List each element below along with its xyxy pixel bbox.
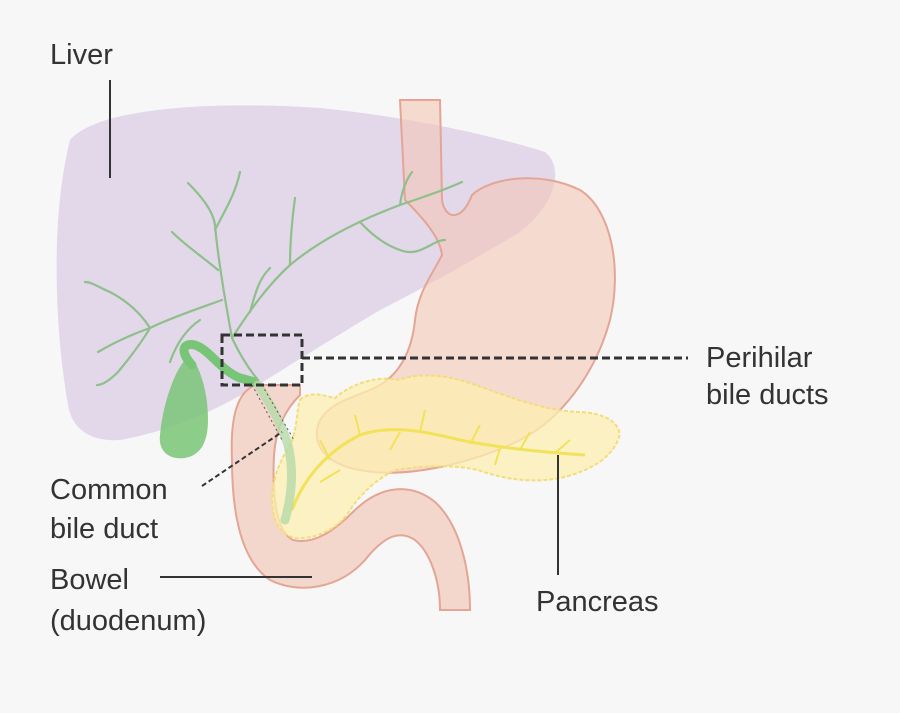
pancreatic-duct-branches: [319, 409, 571, 483]
common-bile-duct-callout-line: [201, 431, 283, 487]
pancreas-shape: [270, 374, 621, 540]
perihilar-label-line2: bile ducts: [706, 379, 829, 411]
bile-duct-tree: [83, 170, 464, 387]
cystic-duct: [179, 339, 260, 387]
common-bile-duct-label-line1: Common: [50, 474, 168, 506]
common-bile-duct-path: [253, 380, 297, 525]
bowel-label-line1: Bowel: [50, 564, 129, 596]
perihilar-label-line1: Perihilar: [706, 342, 813, 374]
liver-label: Liver: [50, 39, 113, 71]
common-bile-duct-dots: [251, 384, 295, 441]
bowel-label-line2: (duodenum): [50, 605, 206, 637]
common-bile-duct-label-line2: bile duct: [50, 513, 158, 545]
pancreatic-duct: [290, 428, 586, 511]
perihilar-box: [220, 333, 304, 387]
gallbladder: [159, 360, 208, 459]
pancreas-label: Pancreas: [536, 586, 659, 618]
